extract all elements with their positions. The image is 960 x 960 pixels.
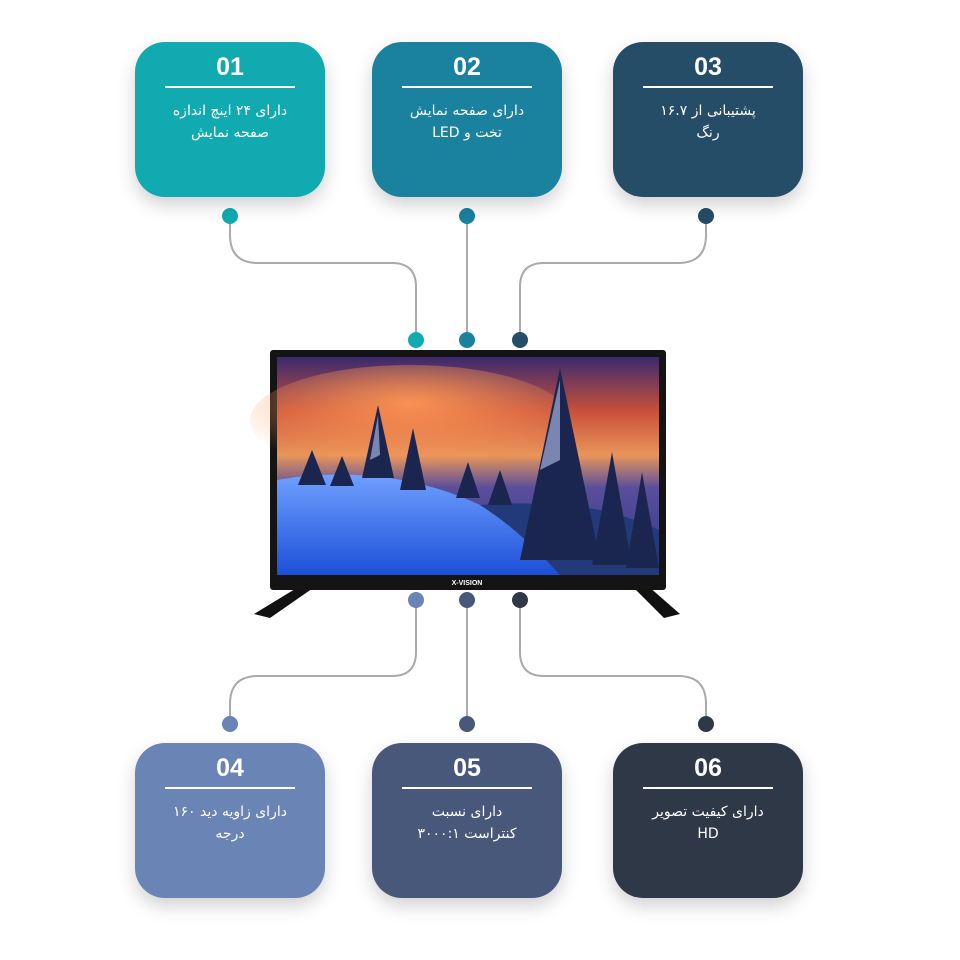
card-text: پشتیبانی از ۱۶.۷ رنگ [660, 103, 756, 141]
feature-card-02: 02 دارای صفحه نمایش تخت و LED [372, 42, 562, 197]
card-text: دارای کیفیت تصویر HD [652, 804, 764, 842]
card-divider [643, 787, 773, 789]
tv-stand-right [632, 586, 680, 618]
dot-01-tv [408, 332, 424, 348]
card-divider [165, 86, 295, 88]
bottom-connectors [229, 600, 707, 724]
card-number: 01 [216, 53, 244, 81]
top-connectors [229, 216, 707, 340]
card-divider [165, 787, 295, 789]
card-number: 04 [216, 754, 244, 782]
feature-card-05: 05 دارای نسبت کنتراست ۳۰۰۰:۱ [372, 743, 562, 898]
card-text: دارای صفحه نمایش تخت و LED [409, 103, 525, 141]
connector-01 [229, 216, 417, 340]
card-number: 05 [453, 754, 481, 782]
dot-06-bottom [698, 716, 714, 732]
card-number: 03 [694, 53, 722, 81]
tv-illustration: X-VISION [250, 350, 680, 618]
dot-02-tv [459, 332, 475, 348]
connector-03 [519, 216, 707, 340]
dot-03-top [698, 208, 714, 224]
card-text: دارای زاویه دید ۱۶۰ درجه [173, 804, 287, 842]
dot-02-top [459, 208, 475, 224]
dot-05-tv [459, 592, 475, 608]
card-number: 06 [694, 754, 722, 782]
card-number: 02 [453, 53, 481, 81]
card-text: دارای نسبت کنتراست ۳۰۰۰:۱ [417, 804, 517, 842]
dot-04-bottom [222, 716, 238, 732]
card-divider [402, 86, 532, 88]
dot-03-tv [512, 332, 528, 348]
dot-06-tv [512, 592, 528, 608]
tv-brand-logo: X-VISION [452, 580, 483, 587]
connector-04 [229, 600, 417, 724]
tv-stand-left [254, 586, 316, 618]
card-divider [643, 86, 773, 88]
dot-05-bottom [459, 716, 475, 732]
feature-card-06: 06 دارای کیفیت تصویر HD [613, 743, 803, 898]
dot-01-top [222, 208, 238, 224]
card-divider [402, 787, 532, 789]
feature-card-03: 03 پشتیبانی از ۱۶.۷ رنگ [613, 42, 803, 197]
connector-06 [519, 600, 707, 724]
card-text: دارای ۲۴ اینچ اندازه صفحه نمایش [172, 103, 288, 141]
feature-card-01: 01 دارای ۲۴ اینچ اندازه صفحه نمایش [135, 42, 325, 197]
dot-04-tv [408, 592, 424, 608]
feature-card-04: 04 دارای زاویه دید ۱۶۰ درجه [135, 743, 325, 898]
